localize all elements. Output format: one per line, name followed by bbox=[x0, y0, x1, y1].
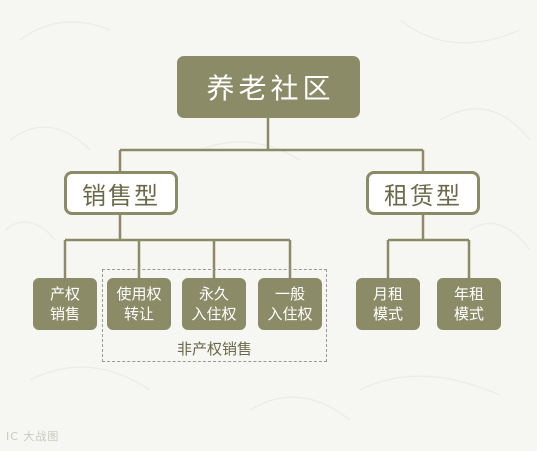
leaf-node-label: 永久 入住权 bbox=[191, 285, 237, 323]
leaf-node-label: 月租 模式 bbox=[372, 285, 403, 323]
root-node: 养老社区 bbox=[177, 56, 360, 118]
leaf-node-use-right-transfer: 使用权 转让 bbox=[107, 278, 171, 330]
branch-node-rent-label: 租赁型 bbox=[384, 181, 462, 210]
leaf-node-permanent-residence: 永久 入住权 bbox=[182, 278, 246, 330]
leaf-node-label: 年租 模式 bbox=[453, 285, 484, 323]
leaf-node-label: 一般 入住权 bbox=[267, 285, 313, 323]
leaf-node-property-sale: 产权 销售 bbox=[33, 278, 97, 330]
non-property-sale-group bbox=[102, 269, 327, 362]
branch-node-rent: 租赁型 bbox=[366, 171, 480, 215]
leaf-node-yearly-rent: 年租 模式 bbox=[437, 278, 501, 330]
root-node-label: 养老社区 bbox=[206, 72, 335, 105]
leaf-node-monthly-rent: 月租 模式 bbox=[356, 278, 420, 330]
group-caption: 非产权销售 bbox=[176, 340, 252, 358]
leaf-node-label: 产权 销售 bbox=[49, 285, 80, 323]
leaf-node-label: 使用权 转让 bbox=[116, 285, 162, 323]
watermark: IC 大战图 bbox=[6, 430, 60, 443]
branch-node-sale-label: 销售型 bbox=[82, 181, 160, 210]
leaf-node-general-residence: 一般 入住权 bbox=[258, 278, 322, 330]
branch-node-sale: 销售型 bbox=[64, 171, 178, 215]
